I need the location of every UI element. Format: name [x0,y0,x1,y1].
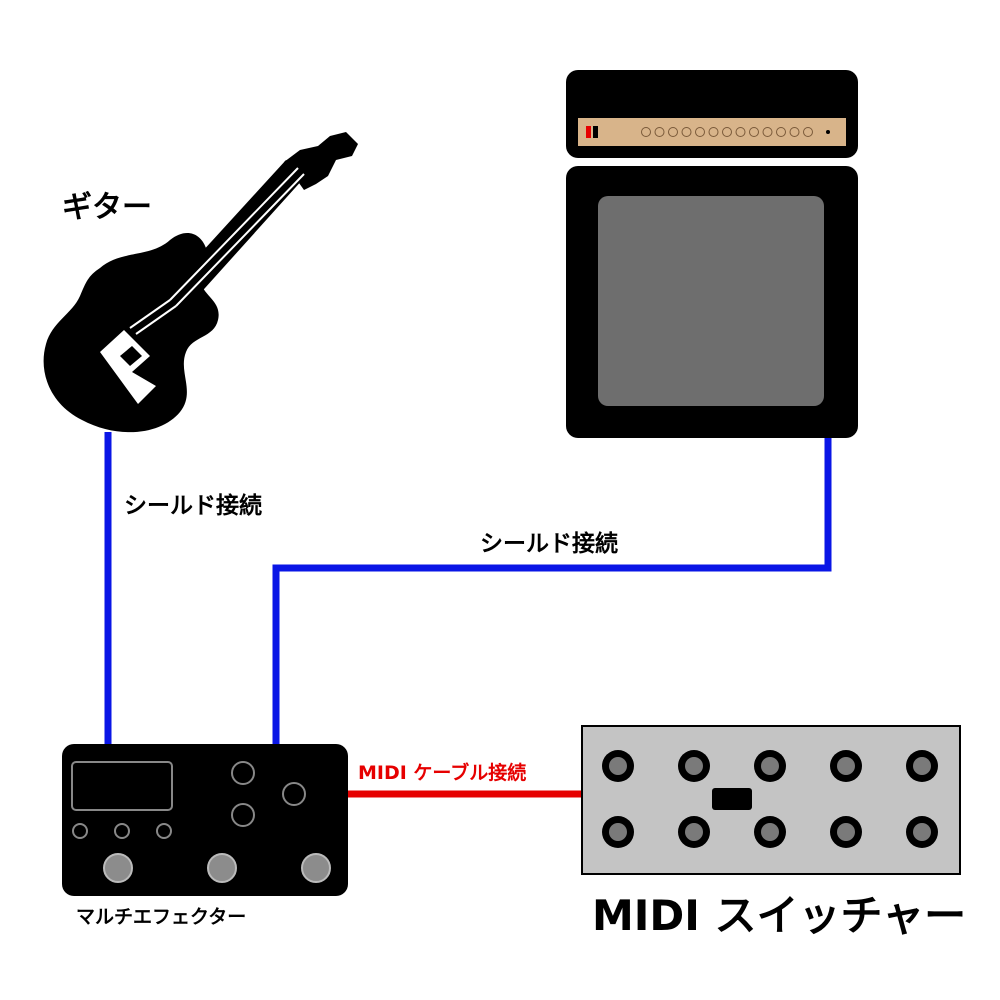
midi-switcher-label: MIDI スイッチャー [592,891,967,940]
amp-knob [803,127,813,137]
footswitch [602,750,634,782]
midi-cable-connection-label: MIDI ケーブル接続 [358,762,527,784]
amp-knob [722,127,732,137]
amp-head-icon [566,70,858,158]
amp-cabinet-icon [566,166,858,438]
footswitch [678,750,710,782]
footswitch [754,816,786,848]
amp-knob [789,127,800,137]
amp-knob [681,127,692,137]
footswitch [754,750,786,782]
footswitch [602,816,634,848]
multi-effector-icon [62,744,348,896]
multi-effector-label: マルチエフェクター [76,906,247,928]
switcher-footswitches [602,750,938,848]
effector-to-amp-cable [272,436,832,748]
footswitch [830,816,862,848]
cables [104,432,832,798]
footswitch [678,816,710,848]
amp-knob [641,127,651,137]
amp-knob [749,127,759,137]
amp-knobs [641,127,813,137]
footswitch [830,750,862,782]
amp-knob [654,127,665,137]
footswitch [906,750,938,782]
amp-knob [695,127,705,137]
amp-knob [668,127,678,137]
midi-switcher-icon [581,725,961,875]
amp-knob [762,127,773,137]
guitar-icon [43,132,358,433]
shield-connection-label-amp: シールド接続 [480,531,618,557]
amp-knob [776,127,786,137]
amp-knob [735,127,746,137]
amp-knob [708,127,719,137]
footswitch [906,816,938,848]
shield-connection-label-guitar: シールド接続 [124,493,262,519]
guitar-label: ギター [62,190,152,225]
